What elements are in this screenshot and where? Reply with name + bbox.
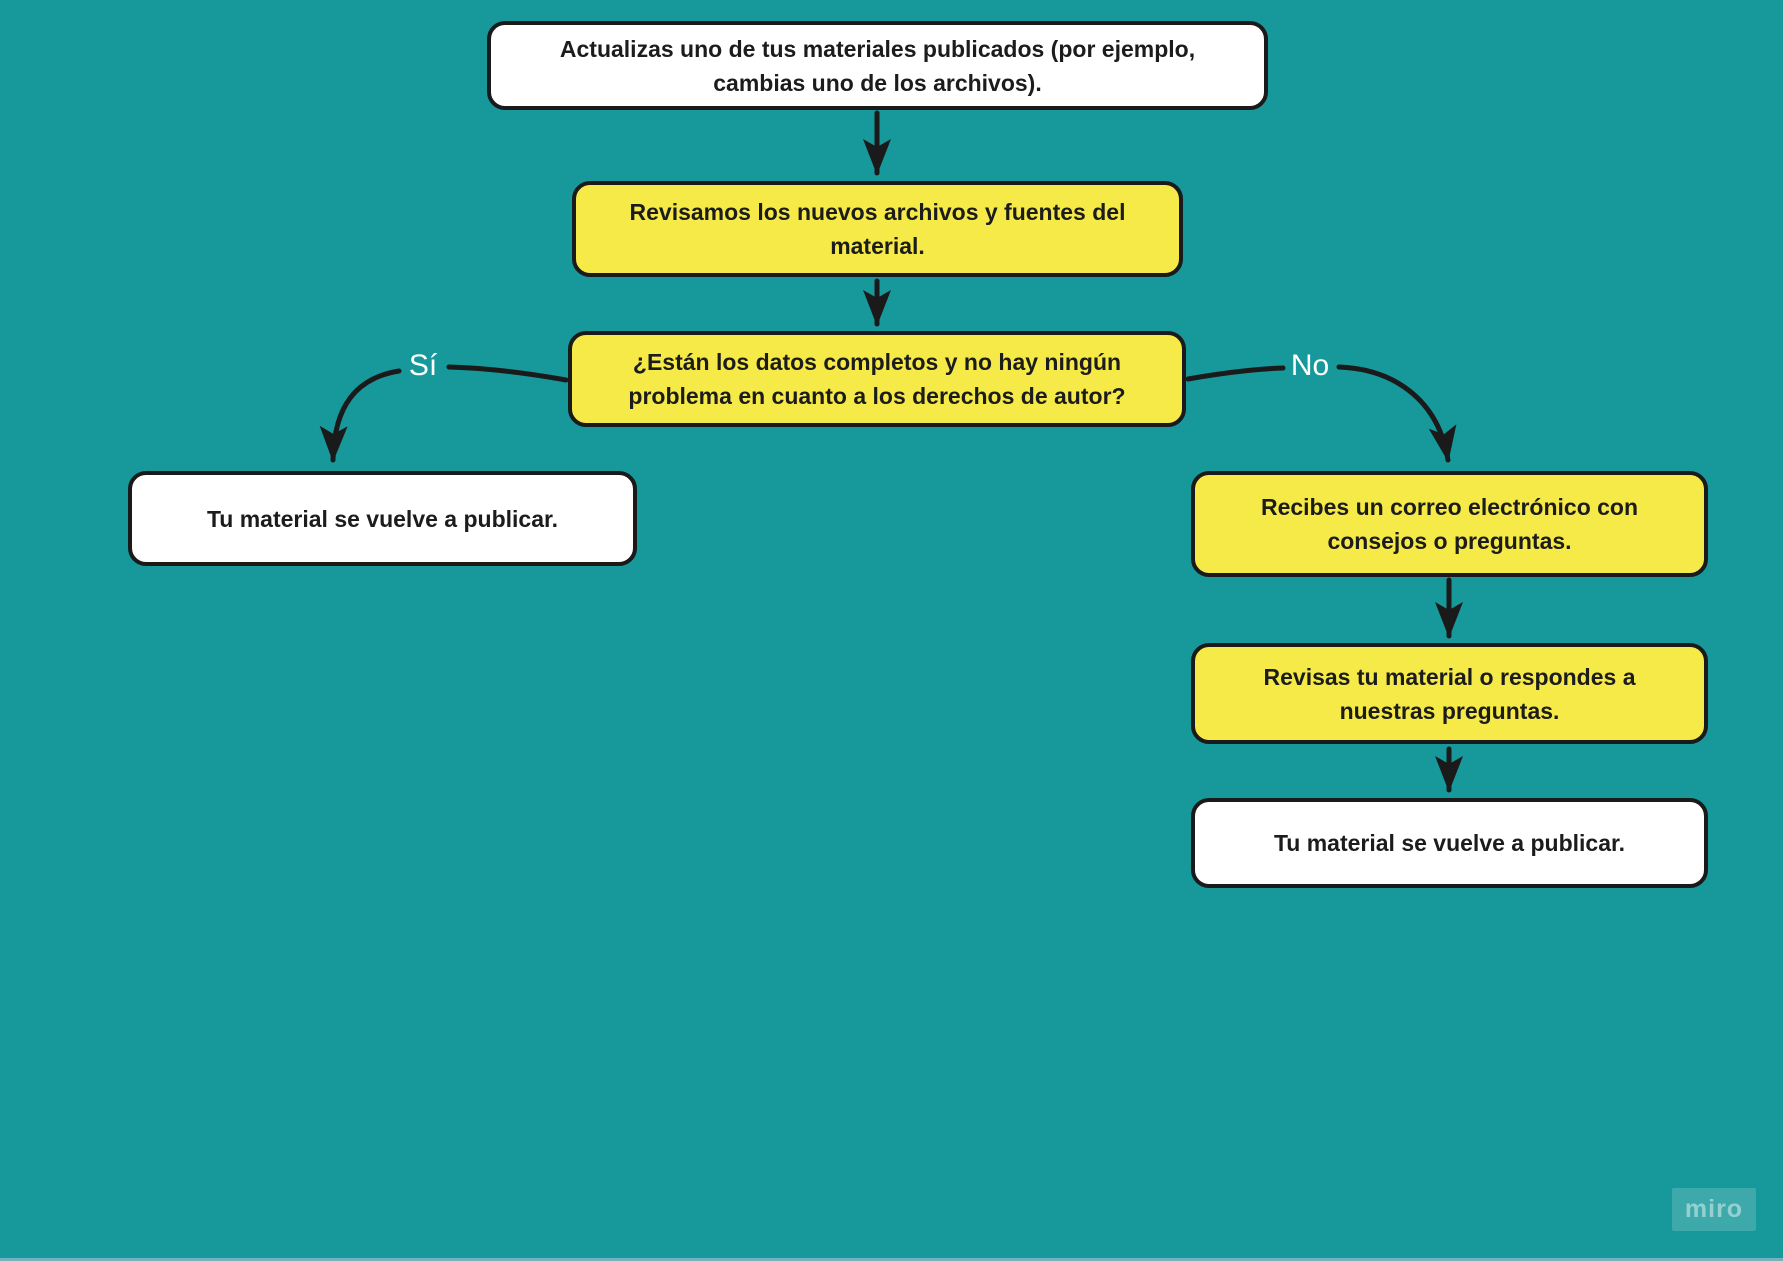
window-bottom-edge [0, 1258, 1783, 1261]
miro-watermark[interactable]: miro [1672, 1188, 1756, 1231]
arrow-no-to-email[interactable] [1336, 364, 1457, 463]
node-update-published-material[interactable]: Actualizas uno de tus materiales publica… [487, 21, 1268, 110]
arrow-yes-to-republish[interactable] [319, 368, 402, 463]
node-republished-no-branch[interactable]: Tu material se vuelve a publicar. [1191, 798, 1708, 888]
arrow-decision-to-yes-segment[interactable] [446, 364, 569, 383]
edge-label-no[interactable]: No [1290, 349, 1330, 382]
node-decision-data-complete[interactable]: ¿Están los datos completos y no hay ning… [568, 331, 1186, 427]
arrow-decision-to-no-segment[interactable] [1185, 365, 1286, 382]
edge-label-si[interactable]: Sí [408, 349, 438, 382]
node-republished-yes-branch[interactable]: Tu material se vuelve a publicar. [128, 471, 637, 566]
node-review-files-sources[interactable]: Revisamos los nuevos archivos y fuentes … [572, 181, 1183, 277]
node-revise-or-respond[interactable]: Revisas tu material o respondes a nuestr… [1191, 643, 1708, 744]
node-email-advice-questions[interactable]: Recibes un correo electrónico con consej… [1191, 471, 1708, 577]
